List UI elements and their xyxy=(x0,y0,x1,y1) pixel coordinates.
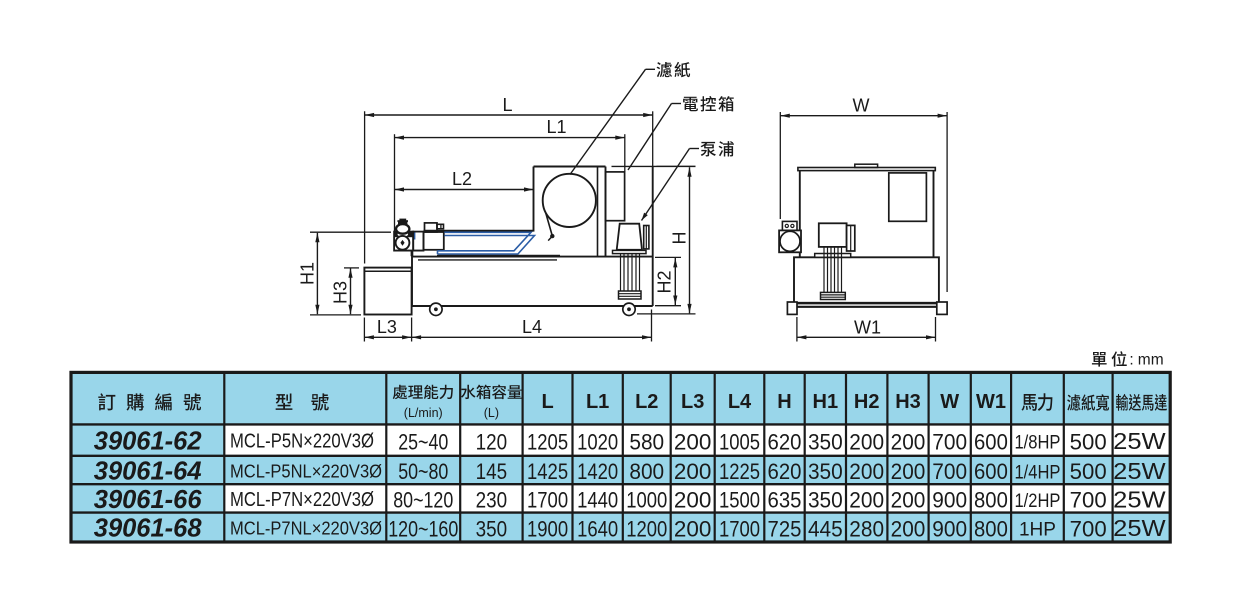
svg-text:L: L xyxy=(502,95,512,115)
svg-text:H2: H2 xyxy=(655,270,675,293)
svg-text:145: 145 xyxy=(476,459,508,484)
svg-text:200: 200 xyxy=(674,429,712,454)
svg-text:800: 800 xyxy=(974,517,1008,542)
svg-text:L1: L1 xyxy=(586,391,609,413)
svg-text:1020: 1020 xyxy=(577,429,618,454)
svg-text:600: 600 xyxy=(974,459,1008,484)
svg-text:1225: 1225 xyxy=(719,459,760,484)
svg-text:H: H xyxy=(670,232,690,245)
svg-text:39061-64: 39061-64 xyxy=(94,457,202,485)
svg-text:25W: 25W xyxy=(1113,428,1166,454)
svg-text:1HP: 1HP xyxy=(1019,520,1056,541)
svg-text:350: 350 xyxy=(476,517,508,542)
svg-text:1900: 1900 xyxy=(527,517,568,542)
svg-text:MCL-P7N×220V3Ø: MCL-P7N×220V3Ø xyxy=(230,489,374,511)
svg-text:25~40: 25~40 xyxy=(398,429,448,454)
svg-text:W: W xyxy=(853,96,870,116)
svg-text:L3: L3 xyxy=(377,317,397,337)
svg-text:200: 200 xyxy=(891,429,926,454)
svg-text:445: 445 xyxy=(808,517,843,542)
svg-text:W1: W1 xyxy=(854,318,881,338)
svg-text:25W: 25W xyxy=(1113,458,1166,484)
svg-text:25W: 25W xyxy=(1113,486,1166,512)
svg-text:39061-62: 39061-62 xyxy=(94,428,202,456)
svg-text:mm: mm xyxy=(1138,352,1164,369)
svg-text:1700: 1700 xyxy=(527,488,568,513)
svg-text:L4: L4 xyxy=(728,391,752,413)
svg-text:MCL-P7NL×220V3Ø: MCL-P7NL×220V3Ø xyxy=(230,518,382,539)
svg-text:(L/min): (L/min) xyxy=(404,406,443,420)
svg-text:80~120: 80~120 xyxy=(393,488,453,513)
svg-text:600: 600 xyxy=(974,429,1008,454)
svg-text:725: 725 xyxy=(768,517,802,542)
svg-text:L4: L4 xyxy=(522,317,542,337)
svg-text:200: 200 xyxy=(674,488,712,513)
svg-text:L: L xyxy=(541,391,553,413)
svg-text:50~80: 50~80 xyxy=(398,459,448,484)
svg-text:1000: 1000 xyxy=(626,488,667,513)
svg-text:1420: 1420 xyxy=(577,459,618,484)
svg-text:800: 800 xyxy=(629,459,664,484)
svg-text:1/2HP: 1/2HP xyxy=(1014,491,1060,512)
svg-text:39061-66: 39061-66 xyxy=(94,486,203,514)
svg-text:1640: 1640 xyxy=(577,517,618,542)
svg-text:900: 900 xyxy=(932,517,967,542)
svg-text:H3: H3 xyxy=(895,391,921,413)
svg-text:L3: L3 xyxy=(681,391,704,413)
svg-text:MCL-P5NL×220V3Ø: MCL-P5NL×220V3Ø xyxy=(230,460,382,481)
svg-text:200: 200 xyxy=(849,459,884,484)
svg-text:230: 230 xyxy=(476,488,508,513)
svg-text:800: 800 xyxy=(974,488,1008,513)
svg-text:500: 500 xyxy=(1070,429,1107,454)
svg-text:39061-68: 39061-68 xyxy=(94,515,203,543)
svg-text:1500: 1500 xyxy=(719,488,760,513)
svg-text:200: 200 xyxy=(674,517,712,542)
svg-text:1425: 1425 xyxy=(527,459,568,484)
svg-text:280: 280 xyxy=(849,517,884,542)
svg-text:1005: 1005 xyxy=(719,429,760,454)
svg-text:L1: L1 xyxy=(546,117,566,137)
svg-text:350: 350 xyxy=(808,488,843,513)
svg-text:1200: 1200 xyxy=(626,517,667,542)
svg-text:200: 200 xyxy=(891,517,926,542)
svg-text:500: 500 xyxy=(1070,459,1107,484)
svg-text:700: 700 xyxy=(932,459,967,484)
svg-text:W: W xyxy=(940,391,959,413)
svg-text:620: 620 xyxy=(768,459,802,484)
svg-text:200: 200 xyxy=(849,488,884,513)
svg-text:H2: H2 xyxy=(854,391,880,413)
svg-text:H: H xyxy=(777,391,791,413)
svg-text:700: 700 xyxy=(932,429,967,454)
svg-text:620: 620 xyxy=(768,429,802,454)
svg-text:1/8HP: 1/8HP xyxy=(1014,433,1060,454)
svg-text:120: 120 xyxy=(476,429,508,454)
svg-text:200: 200 xyxy=(849,429,884,454)
svg-text:1/4HP: 1/4HP xyxy=(1014,462,1060,483)
svg-text:200: 200 xyxy=(891,459,926,484)
svg-text:580: 580 xyxy=(629,429,664,454)
svg-text:120~160: 120~160 xyxy=(388,517,458,542)
svg-text:350: 350 xyxy=(808,459,843,484)
svg-text::: : xyxy=(1129,352,1133,369)
svg-text:(L): (L) xyxy=(484,406,499,420)
svg-text:H3: H3 xyxy=(330,281,350,304)
svg-text:1440: 1440 xyxy=(577,488,618,513)
svg-text:L2: L2 xyxy=(635,391,658,413)
svg-text:200: 200 xyxy=(674,459,712,484)
svg-text:L2: L2 xyxy=(452,169,472,189)
svg-text:700: 700 xyxy=(1070,488,1107,513)
svg-text:200: 200 xyxy=(891,488,926,513)
svg-text:635: 635 xyxy=(768,488,802,513)
svg-text:H1: H1 xyxy=(813,391,839,413)
svg-text:1205: 1205 xyxy=(527,429,568,454)
svg-text:700: 700 xyxy=(1070,517,1107,542)
svg-text:MCL-P5N×220V3Ø: MCL-P5N×220V3Ø xyxy=(230,431,374,453)
svg-text:25W: 25W xyxy=(1113,515,1166,541)
svg-text:350: 350 xyxy=(808,429,843,454)
svg-text:1700: 1700 xyxy=(719,517,760,542)
svg-text:900: 900 xyxy=(932,488,967,513)
svg-text:W1: W1 xyxy=(976,391,1006,413)
svg-text:H1: H1 xyxy=(298,262,318,285)
